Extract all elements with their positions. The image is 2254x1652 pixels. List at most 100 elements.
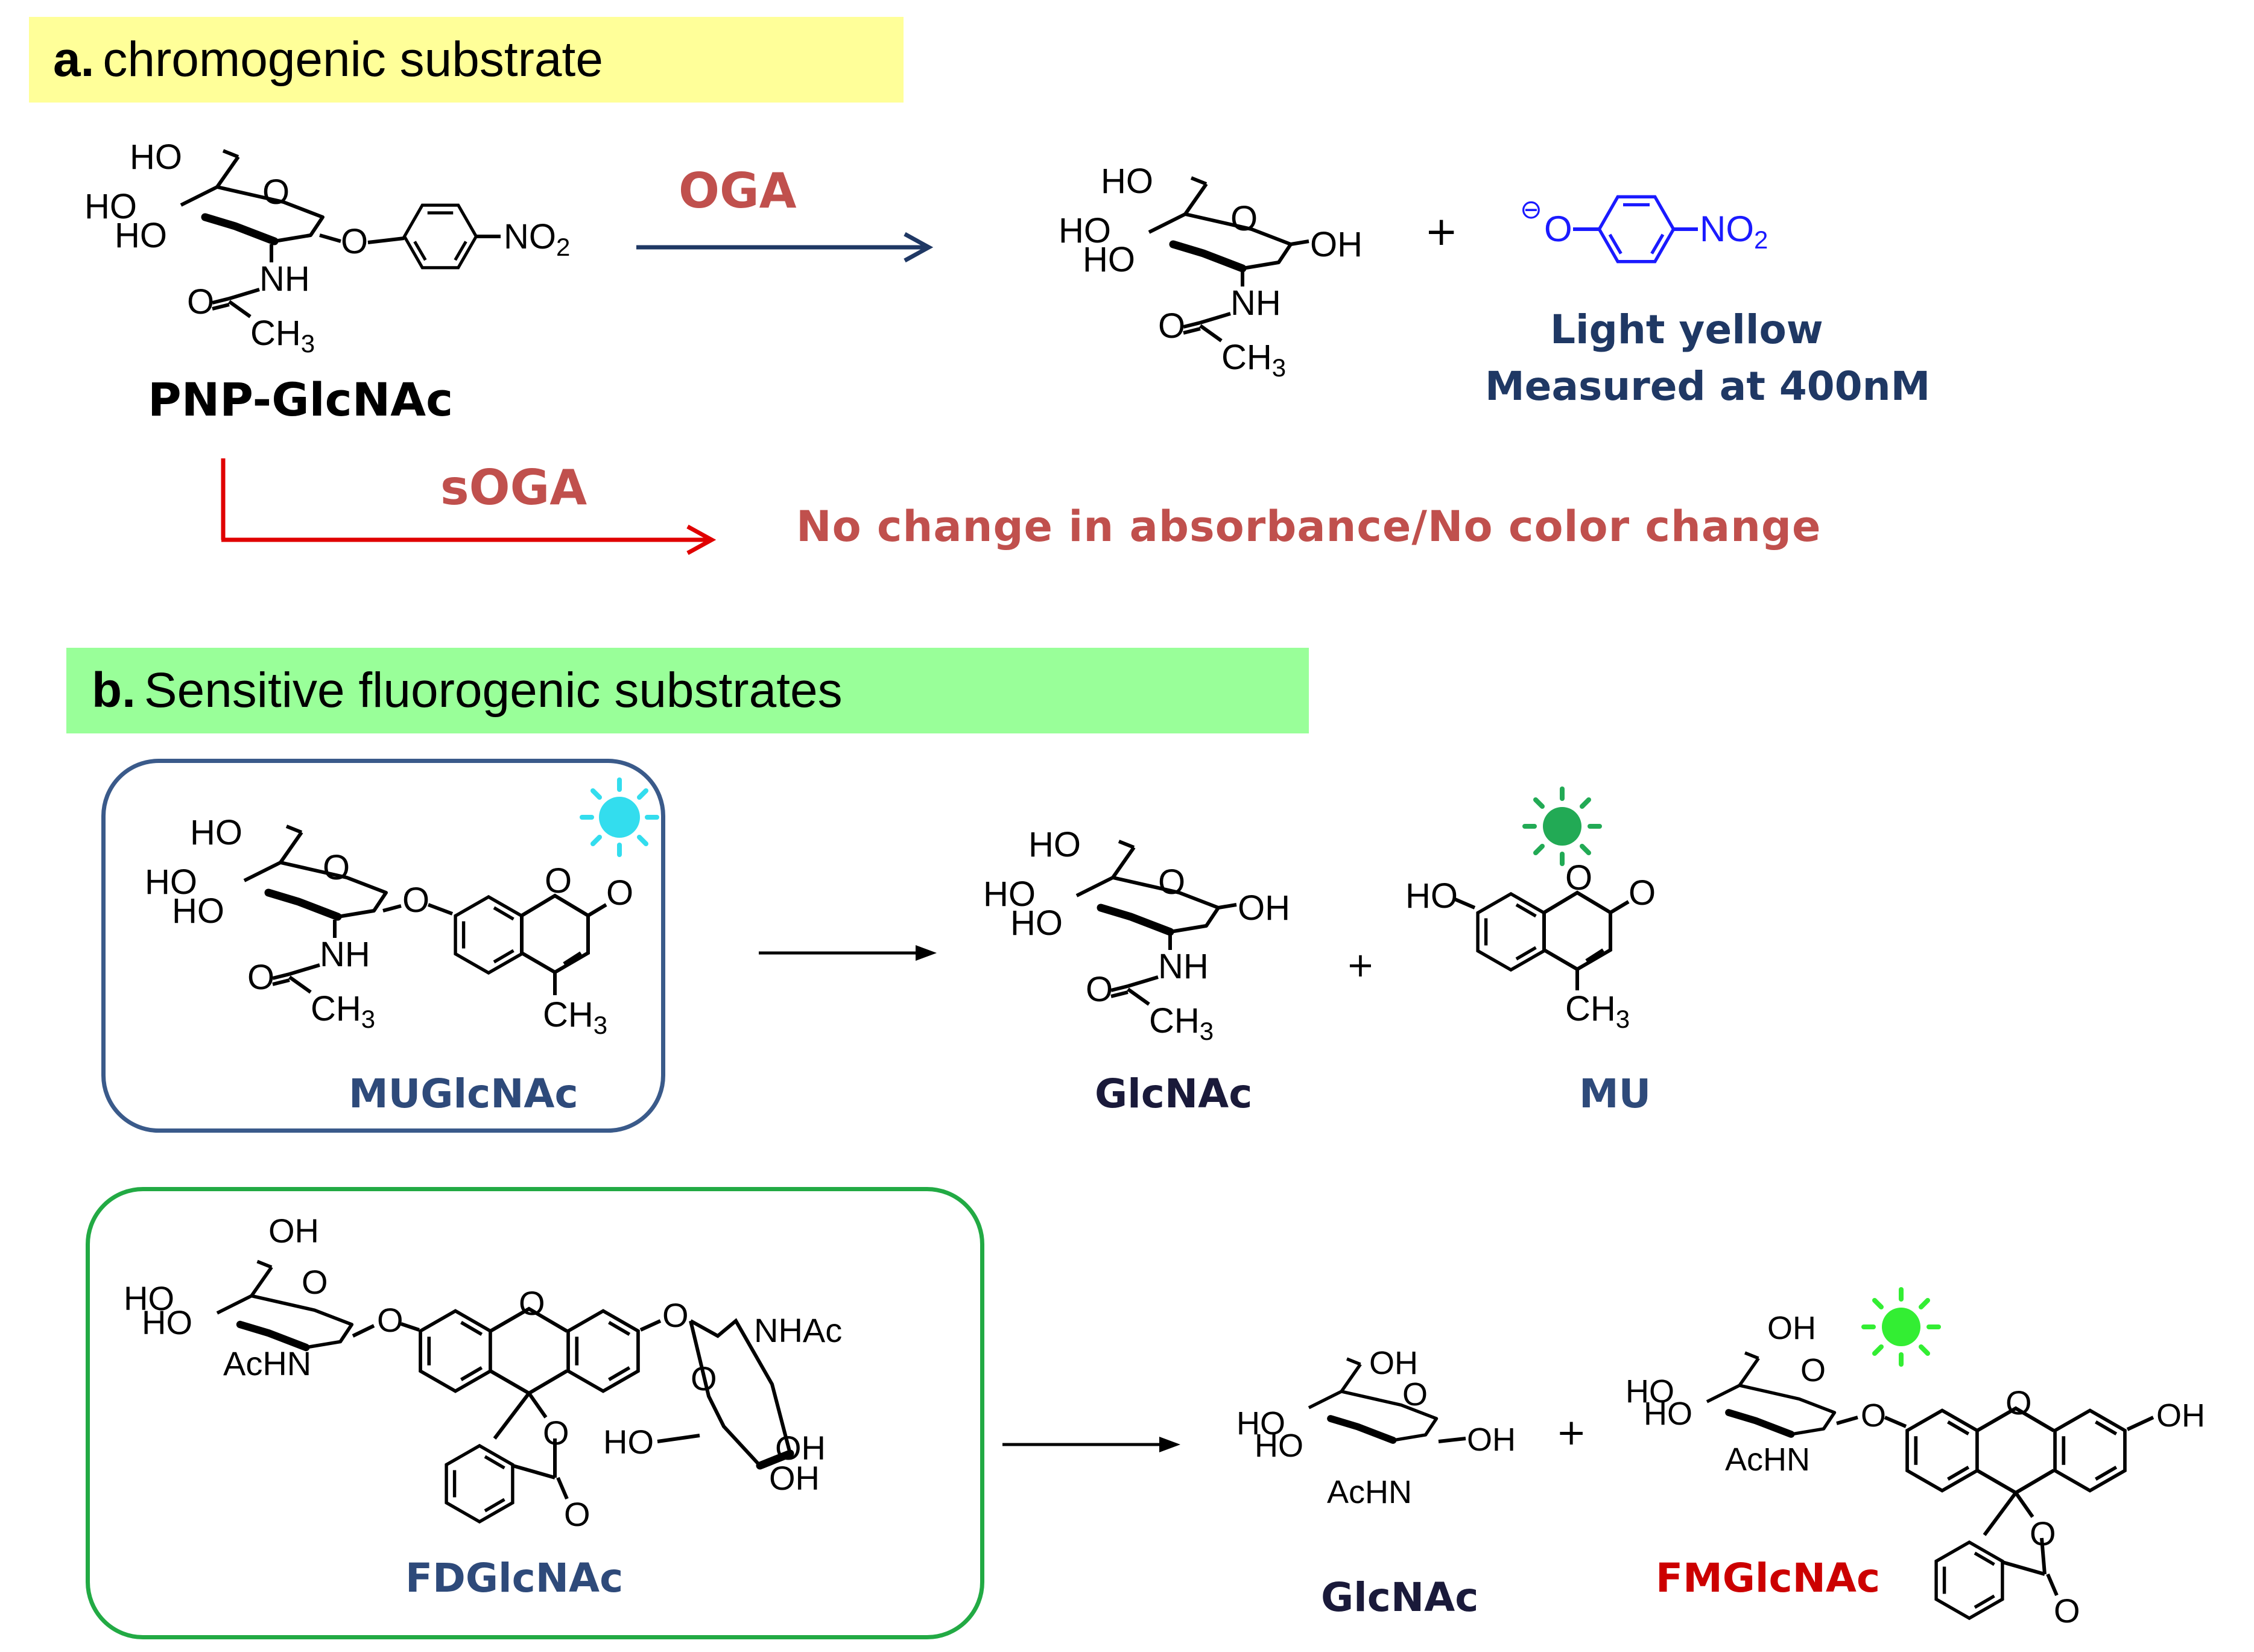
- atom-ho: HO: [84, 187, 137, 226]
- atom-ho: HO: [1644, 1396, 1692, 1432]
- anomeric-oh: OH: [1238, 888, 1290, 928]
- section-b-header: b. Sensitive fluorogenic substrates: [66, 648, 1309, 733]
- fd-glcnac-box: [86, 1187, 984, 1639]
- fm-glcnac-label: FMGlcNAc: [1656, 1555, 1881, 1601]
- methyl-group: CH3: [250, 314, 315, 358]
- atom-oh: OH: [1767, 1310, 1816, 1346]
- sun-icon-cyan: [580, 778, 659, 856]
- fd-glcnac-structure: OH HO HO O AcHN O O O O O NHAc O HO OH O…: [124, 1212, 842, 1533]
- atom-ho: HO: [130, 138, 182, 177]
- plus-sign: +: [1425, 208, 1458, 255]
- carbonyl-oxygen: O: [564, 1495, 590, 1533]
- fm-glcnac-structure: OH HO HO O AcHN O O OH O O: [1626, 1310, 2205, 1630]
- atom-ho: HO: [172, 891, 224, 931]
- glycosidic-oxygen: O: [377, 1301, 404, 1339]
- methyl-group: CH3: [543, 995, 607, 1039]
- atom-ho: HO: [1626, 1373, 1674, 1410]
- lactone-oxygen: O: [1565, 858, 1592, 897]
- acetamido-group: AcHN: [1725, 1442, 1810, 1478]
- atom-ho: HO: [1059, 211, 1111, 250]
- mu-label: MU: [1579, 1071, 1651, 1117]
- section-a-title: chromogenic substrate: [103, 32, 603, 87]
- atom-oh: OH: [775, 1429, 826, 1467]
- glcnac-product-b1: HO HO HO O OH NH O CH3: [983, 825, 1290, 1045]
- glcnac-label-b1: GlcNAc: [1095, 1071, 1253, 1117]
- section-a-header: a. chromogenic substrate: [29, 17, 904, 103]
- nitro-group: NO2: [1700, 209, 1768, 254]
- atom-ho: HO: [1083, 240, 1135, 279]
- ring-oxygen: O: [1158, 862, 1185, 902]
- atom-ho: HO: [190, 813, 242, 852]
- glcnac-label-b2: GlcNAc: [1321, 1574, 1479, 1621]
- phenolate-oxygen: O: [1544, 209, 1572, 249]
- ring-oxygen: O: [1402, 1376, 1428, 1413]
- atom-ho: HO: [1101, 162, 1153, 201]
- glycosidic-oxygen: O: [402, 881, 429, 920]
- section-a-letter: a.: [53, 32, 95, 87]
- carbonyl-oxygen: O: [247, 958, 274, 997]
- sun-icon-green: [1523, 787, 1601, 866]
- pnp-glcnac-structure: HO HO HO O O NO2 NH O CH3: [84, 138, 570, 358]
- atom-ho: HO: [115, 216, 167, 255]
- carbonyl-oxygen: O: [1629, 873, 1656, 913]
- oga-reaction-arrow: [636, 232, 934, 263]
- glcnac-product-a: HO HO HO O OH NH O CH3: [1059, 162, 1363, 382]
- carbonyl-oxygen: O: [1086, 970, 1113, 1009]
- atom-ho: HO: [1010, 904, 1063, 943]
- ring-oxygen: O: [1230, 199, 1258, 238]
- reaction-arrow-mu: [759, 945, 937, 961]
- measured-note: Measured at 400nM: [1485, 363, 1931, 410]
- glycosidic-oxygen: O: [1861, 1397, 1886, 1434]
- ring-oxygen: O: [691, 1359, 717, 1397]
- acetamido-group: AcHN: [1327, 1474, 1412, 1510]
- atom-oh: OH: [769, 1459, 820, 1497]
- no-change-text: No change in absorbance/No color change: [796, 502, 1822, 551]
- atom-ho: HO: [983, 875, 1036, 914]
- lactone-oxygen: O: [545, 861, 572, 900]
- atom-ho: HO: [145, 862, 197, 902]
- mu-structure: HO O O CH3: [1405, 858, 1656, 1033]
- carbonyl-oxygen: O: [606, 873, 633, 913]
- anomeric-oh: OH: [1310, 225, 1363, 264]
- anomeric-oh: OH: [1467, 1422, 1516, 1458]
- methyl-group: CH3: [311, 989, 375, 1033]
- plus-sign: +: [1346, 946, 1375, 985]
- nitro-group: NO2: [504, 217, 570, 261]
- soga-enzyme-label: sOGA: [440, 460, 587, 516]
- glycosidic-oxygen: O: [662, 1296, 689, 1334]
- ring-oxygen: O: [262, 172, 290, 212]
- atom-ho: HO: [124, 1279, 174, 1317]
- methyl-group: CH3: [1149, 1001, 1214, 1045]
- ring-oxygen: O: [323, 848, 350, 887]
- nitrophenolate-structure: ⊖ O NO2: [1520, 195, 1768, 277]
- plus-sign: +: [1556, 1411, 1587, 1454]
- glycosidic-oxygen: O: [341, 222, 368, 261]
- atom-ho: HO: [1405, 876, 1458, 916]
- section-b-title: Sensitive fluorogenic substrates: [144, 663, 843, 718]
- sun-icon-lime: [1862, 1288, 1940, 1366]
- ring-oxygen: O: [302, 1263, 328, 1301]
- carbonyl-oxygen: O: [2054, 1592, 2080, 1630]
- pnp-glcnac-label: PNP-GlcNAc: [148, 373, 454, 426]
- xanthene-oxygen: O: [2005, 1384, 2032, 1422]
- amide-nh: NH: [259, 259, 310, 299]
- amide-nh: NH: [1158, 947, 1209, 986]
- amide-nh: NH: [320, 935, 370, 974]
- methyl-group: CH3: [1221, 338, 1286, 382]
- acetamido-group: NHAc: [754, 1311, 842, 1349]
- light-yellow-note: Light yellow: [1550, 306, 1823, 353]
- carbonyl-oxygen: O: [1158, 306, 1185, 346]
- atom-ho: HO: [1255, 1428, 1303, 1464]
- glcnac-product-b2: OH HO HO O OH AcHN: [1236, 1345, 1516, 1510]
- atom-oh: OH: [268, 1212, 319, 1250]
- ring-oxygen: O: [1800, 1352, 1826, 1388]
- oga-enzyme-label: OGA: [679, 163, 797, 219]
- atom-oh: OH: [1369, 1345, 1418, 1381]
- amide-nh: NH: [1230, 283, 1281, 323]
- fd-glcnac-label: FDGlcNAc: [405, 1555, 624, 1601]
- methyl-group: CH3: [1565, 989, 1630, 1033]
- atom-ho: HO: [603, 1423, 654, 1461]
- mu-glcnac-label: MUGlcNAc: [349, 1071, 578, 1117]
- acetamido-group: AcHN: [223, 1344, 311, 1382]
- reaction-arrow-fd: [1002, 1437, 1180, 1452]
